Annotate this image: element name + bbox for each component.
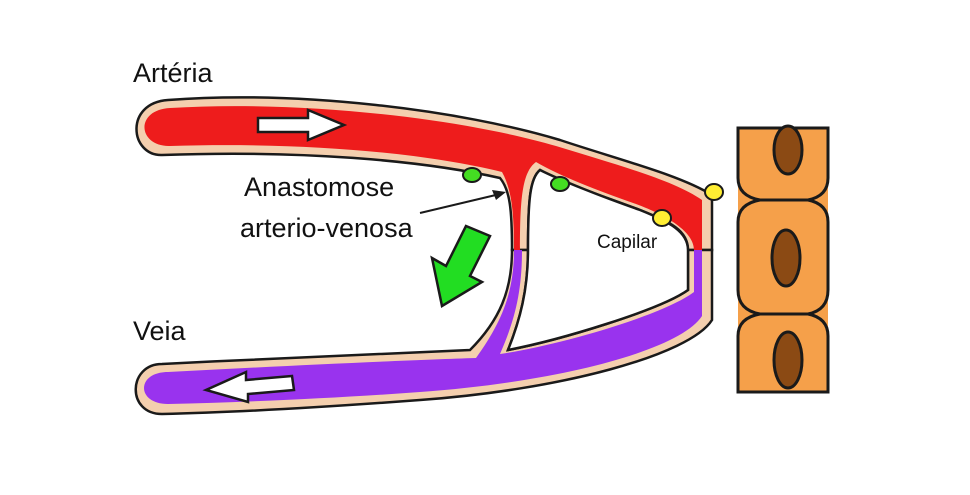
pointer-line — [419, 193, 501, 214]
artery-blood — [144, 106, 703, 250]
shunt-flow-arrow — [430, 224, 492, 308]
cell-nucleus-top — [772, 124, 804, 176]
markers — [462, 167, 724, 227]
blood-vessels — [144, 106, 703, 404]
cell-nucleus-bottom — [772, 330, 804, 390]
vein-label: Veia — [133, 316, 186, 346]
vein-blood — [144, 250, 702, 404]
yellow-dot-left — [652, 209, 672, 227]
anastomosis-label-line2: arterio-venosa — [240, 213, 413, 243]
tissue-cells — [736, 124, 830, 394]
capillary-label: Capilar — [597, 232, 658, 253]
green-dot-left — [462, 167, 482, 183]
anastomosis-pointer — [419, 190, 506, 214]
flow-arrows — [202, 108, 492, 404]
cell-nucleus-middle — [770, 228, 802, 288]
yellow-dot-right — [704, 183, 724, 201]
green-dot-right — [550, 176, 570, 192]
vein-flow-arrow — [202, 370, 296, 404]
anastomosis-label-line1: Anastomose — [244, 172, 395, 202]
artery-label: Artéria — [133, 58, 213, 88]
anastomosis-channel — [505, 168, 690, 352]
pointer-arrowhead — [492, 190, 506, 200]
artery-flow-arrow — [256, 108, 348, 142]
